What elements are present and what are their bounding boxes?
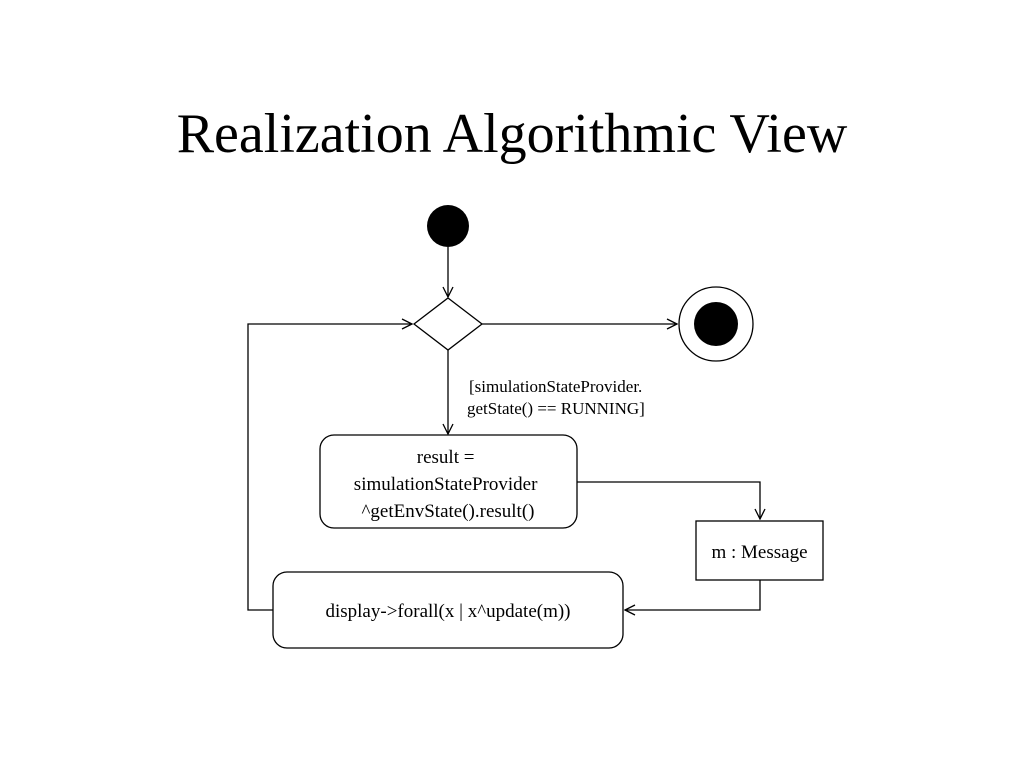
message-object-label: m : Message <box>711 542 807 563</box>
guard-line-2: getState() == RUNNING] <box>467 399 645 418</box>
slide-title: Realization Algorithmic View <box>176 103 848 165</box>
initial-node <box>427 205 469 247</box>
display-action-label: display->forall(x | x^update(m)) <box>325 601 570 622</box>
guard-label: [simulationStateProvider. getState() == … <box>467 377 647 418</box>
guard-line-1: [simulationStateProvider. <box>469 377 642 396</box>
result-line-3: ^getEnvState().result() <box>362 501 535 522</box>
final-node <box>678 286 754 362</box>
decision-node <box>412 297 484 351</box>
message-object-node <box>695 520 824 581</box>
result-line-1: result = <box>417 447 475 468</box>
result-line-2: simulationStateProvider <box>354 474 538 495</box>
flow-result-to-message <box>577 481 760 519</box>
flow-loop-back-to-decision <box>247 324 412 611</box>
result-action-label: result = simulationStateProvider ^getEnv… <box>354 447 542 522</box>
flow-message-to-display <box>625 580 761 610</box>
